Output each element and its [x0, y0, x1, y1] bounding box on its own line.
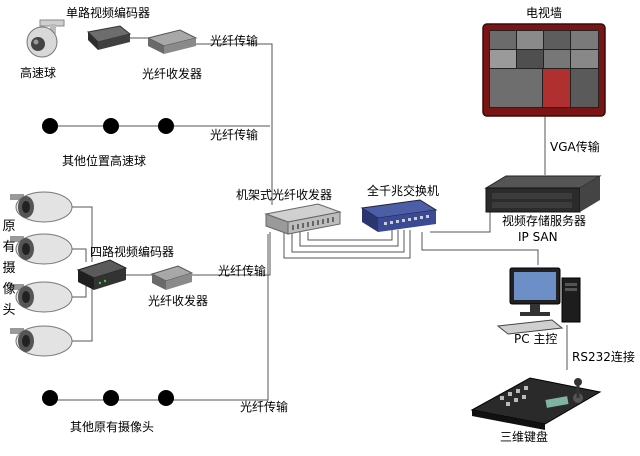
fiber-link-4-label: 光纤传输: [240, 400, 289, 414]
camera-dot-1: [42, 390, 58, 406]
pc-host-label: PC 主控: [514, 332, 558, 346]
vga-link-label: VGA传输: [550, 140, 600, 154]
quad-encoder-icon: [76, 259, 128, 290]
link-cam4: [72, 283, 93, 342]
gigabit-switch-icon: [360, 199, 438, 232]
keyboard-3d-label: 三维键盘: [500, 430, 549, 444]
other-domes-dots: [42, 118, 174, 134]
connection-lines: [45, 37, 568, 401]
existing-cameras-char: 有: [2, 240, 16, 255]
link-rack-switch-4: [307, 230, 393, 241]
storage-server-icon: [484, 175, 602, 213]
fiber-transceiver-top-label: 光纤收发器: [142, 67, 203, 81]
link-rack-switch-1: [283, 230, 411, 259]
joystick-keyboard-icon: [470, 377, 602, 430]
speed-dome-icon: [26, 19, 65, 58]
video-wall-icon: [482, 23, 606, 117]
link-mid-fiber: [190, 232, 271, 276]
fiber-transceiver-top-icon: [146, 29, 198, 54]
ip-san-label: IP SAN: [518, 230, 558, 244]
existing-cameras-label: 原 有 摄 像 头: [1, 216, 17, 321]
camera-dot-2: [103, 390, 119, 406]
link-cam2: [72, 248, 87, 262]
dome-dot-3: [158, 118, 174, 134]
single-encoder-icon: [86, 25, 132, 50]
gigabit-switch-label: 全千兆交换机: [367, 184, 440, 198]
link-rack-switch-3: [299, 230, 399, 247]
pc-icon: [496, 267, 581, 335]
link-switch-server: [430, 203, 491, 233]
rack-transceiver-icon: [264, 203, 342, 235]
existing-cameras-char: 摄: [2, 261, 16, 276]
quad-encoder-label: 四路视频编码器: [90, 245, 175, 259]
existing-cameras-char: 原: [2, 219, 16, 234]
other-cameras-dots: [42, 390, 174, 406]
other-domes-label: 其他位置高速球: [62, 154, 147, 168]
rs232-link-label: RS232连接: [572, 350, 635, 364]
link-switch-pc: [421, 232, 539, 265]
fiber-transceiver-mid-icon: [150, 265, 194, 290]
existing-cameras-char: 像: [2, 282, 16, 297]
link-other-cameras: [45, 234, 269, 401]
bullet-camera-icon: [10, 325, 73, 357]
storage-server-label: 视频存储服务器: [502, 214, 587, 228]
other-cameras-label: 其他原有摄像头: [70, 420, 155, 434]
camera-dot-3: [158, 390, 174, 406]
dome-dot-2: [103, 118, 119, 134]
link-rack-switch-2: [291, 230, 405, 253]
link-cam1: [72, 206, 93, 262]
bullet-camera-icon: [10, 281, 73, 313]
rack-transceiver-label: 机架式光纤收发器: [236, 188, 333, 202]
dome-dot-1: [42, 118, 58, 134]
existing-cameras-char: 头: [2, 303, 16, 318]
bullet-camera-icon: [10, 191, 73, 223]
fiber-link-3-label: 光纤传输: [218, 264, 267, 278]
fiber-transceiver-mid-label: 光纤收发器: [148, 294, 209, 308]
link-cam3: [72, 283, 87, 298]
video-wall-label: 电视墙: [526, 6, 563, 20]
fiber-link-1-label: 光纤传输: [210, 34, 259, 48]
speed-dome-label: 高速球: [20, 66, 57, 80]
link-top-fiber: [196, 43, 273, 205]
bullet-camera-icon: [10, 233, 73, 265]
single-encoder-label: 单路视频编码器: [66, 6, 151, 20]
fiber-link-2-label: 光纤传输: [210, 128, 259, 142]
